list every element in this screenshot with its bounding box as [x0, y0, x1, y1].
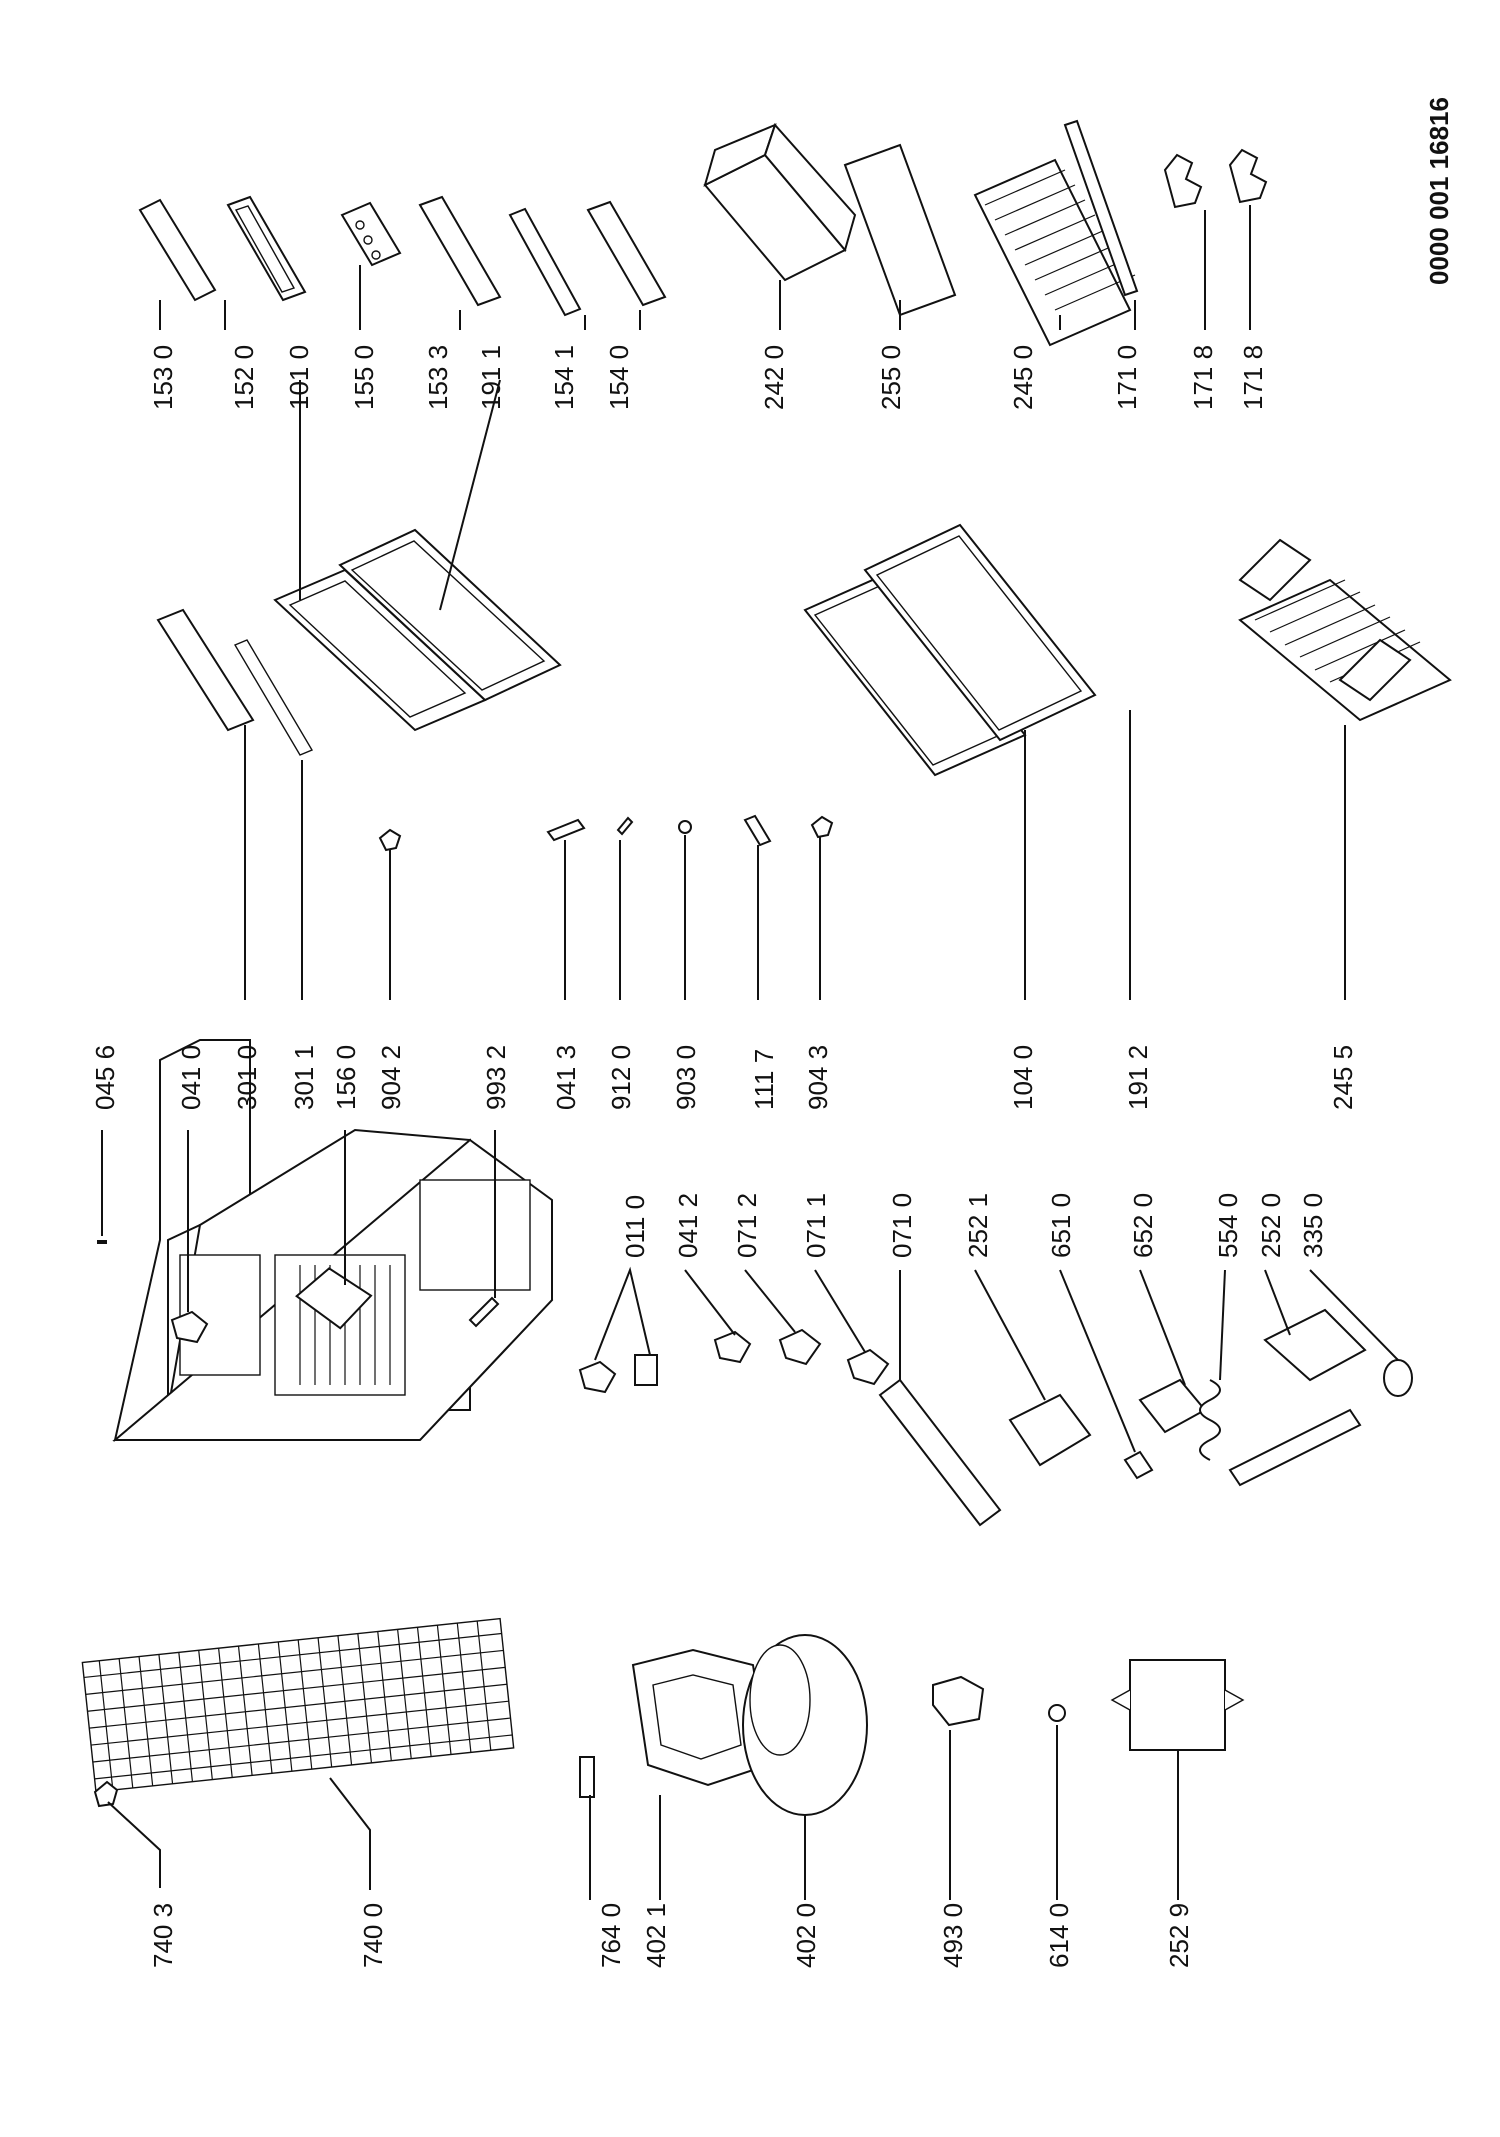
part-label: 153 3	[423, 345, 453, 410]
document-id: 0000 001 16816	[1424, 97, 1454, 285]
part-label: 764 0	[596, 1903, 626, 1968]
part-label: 071 0	[887, 1193, 917, 1258]
part-label: 171 8	[1188, 345, 1218, 410]
part-label: 903 0	[671, 1045, 701, 1110]
part-label: 614 0	[1044, 1903, 1074, 1968]
part-label: 191 2	[1123, 1045, 1153, 1110]
part-label: 111 7	[749, 1049, 779, 1110]
part-label: 335 0	[1298, 1193, 1328, 1258]
part-label: 301 1	[289, 1045, 319, 1110]
part-label: 154 0	[604, 345, 634, 410]
part-label: 740 0	[358, 1903, 388, 1968]
part-label: 993 2	[481, 1045, 511, 1110]
cabinet	[112, 1039, 554, 1442]
part-label: 171 8	[1238, 345, 1268, 410]
part-label: 651 0	[1046, 1193, 1076, 1258]
part-label: 171 0	[1112, 345, 1142, 410]
condenser-assembly	[81, 1617, 515, 1890]
part-label: 245 5	[1328, 1045, 1358, 1110]
part-label: 011 0	[620, 1195, 650, 1258]
part-label: 652 0	[1128, 1193, 1158, 1258]
part-label: 252 9	[1164, 1903, 1194, 1968]
part-label: 402 1	[641, 1903, 671, 1968]
part-label: 740 3	[148, 1903, 178, 1968]
part-label: 402 0	[791, 1903, 821, 1968]
part-label: 242 0	[759, 345, 789, 410]
part-label: 252 1	[963, 1193, 993, 1258]
part-label: 041 0	[176, 1045, 206, 1110]
part-label: 255 0	[876, 345, 906, 410]
part-label: 045 6	[90, 1045, 120, 1110]
part-label: 912 0	[606, 1045, 636, 1110]
part-label: 245 0	[1008, 345, 1038, 410]
part-label: 252 0	[1256, 1193, 1286, 1258]
compressor-group	[579, 1634, 1245, 1900]
centre-small-parts	[97, 1130, 1413, 1527]
doors-and-shelves	[156, 379, 1452, 1000]
part-label: 155 0	[349, 345, 379, 410]
part-label: 904 2	[376, 1045, 406, 1110]
part-label: 071 2	[732, 1193, 762, 1258]
part-label: 904 3	[803, 1045, 833, 1110]
door-accessories	[138, 119, 1268, 347]
part-label: 191 1	[476, 345, 506, 410]
part-label: 041 2	[673, 1193, 703, 1258]
part-label: 153 0	[148, 345, 178, 410]
part-label: 104 0	[1008, 1045, 1038, 1110]
part-label: 154 1	[549, 345, 579, 410]
part-label: 152 0	[229, 345, 259, 410]
part-label: 301 0	[232, 1045, 262, 1110]
part-label: 101 0	[284, 345, 314, 410]
part-label: 071 1	[801, 1193, 831, 1258]
part-label: 041 3	[551, 1045, 581, 1110]
part-label: 554 0	[1213, 1193, 1243, 1258]
part-label: 156 0	[331, 1045, 361, 1110]
part-label: 493 0	[938, 1903, 968, 1968]
